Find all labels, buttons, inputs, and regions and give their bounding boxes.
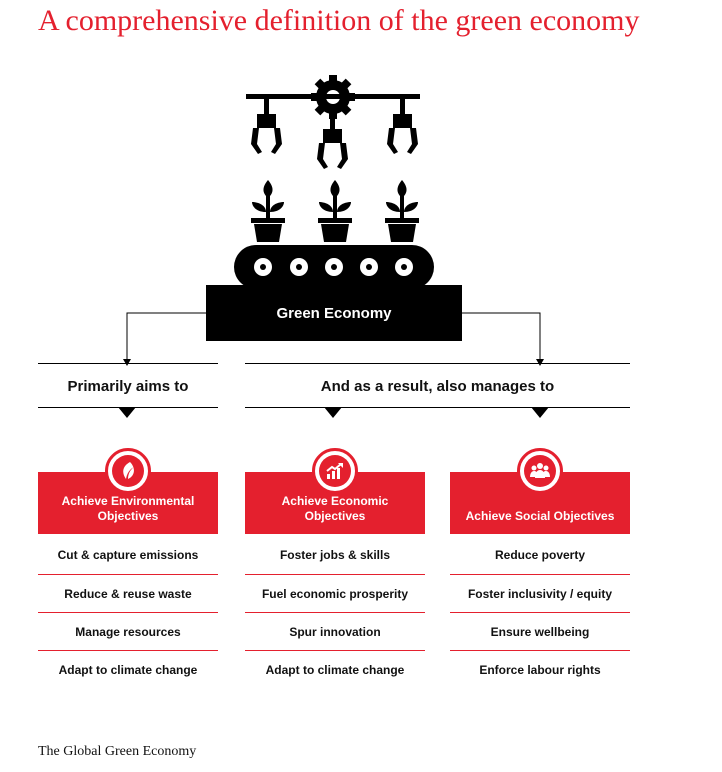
header-also-manages: And as a result, also manages to [320, 377, 555, 395]
divider [450, 612, 630, 613]
green-economy-label: Green Economy [276, 304, 392, 322]
list-item: Spur innovation [289, 625, 381, 639]
divider [245, 650, 425, 651]
list-item: Reduce poverty [494, 548, 586, 562]
robot-arm-icon [251, 94, 282, 154]
leaf-icon [105, 448, 151, 494]
list-item: Foster inclusivity / equity [467, 587, 613, 601]
page-title: A comprehensive definition of the green … [38, 4, 640, 37]
crane-bar [246, 94, 420, 99]
divider [38, 650, 218, 651]
divider [38, 574, 218, 575]
list-item: Adapt to climate change [265, 663, 405, 677]
arrow-icon [123, 359, 544, 366]
chevron-down-icon [118, 407, 549, 418]
divider [245, 574, 425, 575]
list-item: Adapt to climate change [58, 663, 198, 677]
footer-source: The Global Green Economy [38, 744, 197, 759]
list-item: Cut & capture emissions [57, 548, 199, 562]
list-item: Foster jobs & skills [279, 548, 391, 562]
header-primary-aims: Primarily aims to [67, 377, 189, 395]
potted-plant-icon [251, 180, 285, 242]
potted-plant-icon [385, 180, 419, 242]
list-item: Enforce labour rights [479, 663, 601, 677]
potted-plant-icon [318, 180, 352, 242]
divider [450, 650, 630, 651]
connector-lines [126, 312, 541, 361]
people-group-icon [517, 448, 563, 494]
list-item: Fuel economic prosperity [261, 587, 409, 601]
list-item: Manage resources [75, 625, 181, 639]
divider [38, 612, 218, 613]
conveyor-belt-icon [234, 245, 434, 289]
list-item: Ensure wellbeing [490, 625, 590, 639]
robot-arm-icon [317, 119, 348, 169]
divider [245, 612, 425, 613]
growth-chart-icon [312, 448, 358, 494]
green-economy-box [206, 285, 462, 341]
divider [450, 574, 630, 575]
list-item: Reduce & reuse waste [64, 587, 192, 601]
robot-arm-icon [387, 94, 418, 154]
